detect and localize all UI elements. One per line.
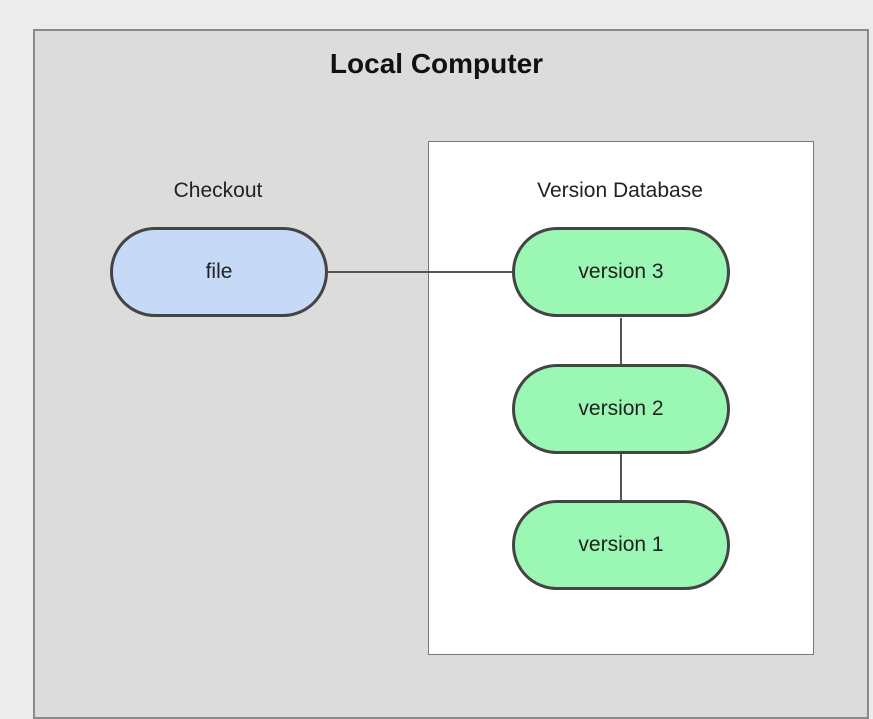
checkout-label: Checkout [173, 179, 263, 202]
version-3-node: version 3 [512, 227, 730, 317]
version-database-label: Version Database [537, 179, 703, 202]
file-node: file [110, 227, 328, 317]
version3-to-version2-connector [620, 318, 622, 366]
file-to-version3-connector [326, 271, 516, 273]
diagram-title: Local Computer [329, 48, 544, 79]
version2-to-version1-connector [620, 454, 622, 502]
version-2-node: version 2 [512, 364, 730, 454]
version-1-node: version 1 [512, 500, 730, 590]
